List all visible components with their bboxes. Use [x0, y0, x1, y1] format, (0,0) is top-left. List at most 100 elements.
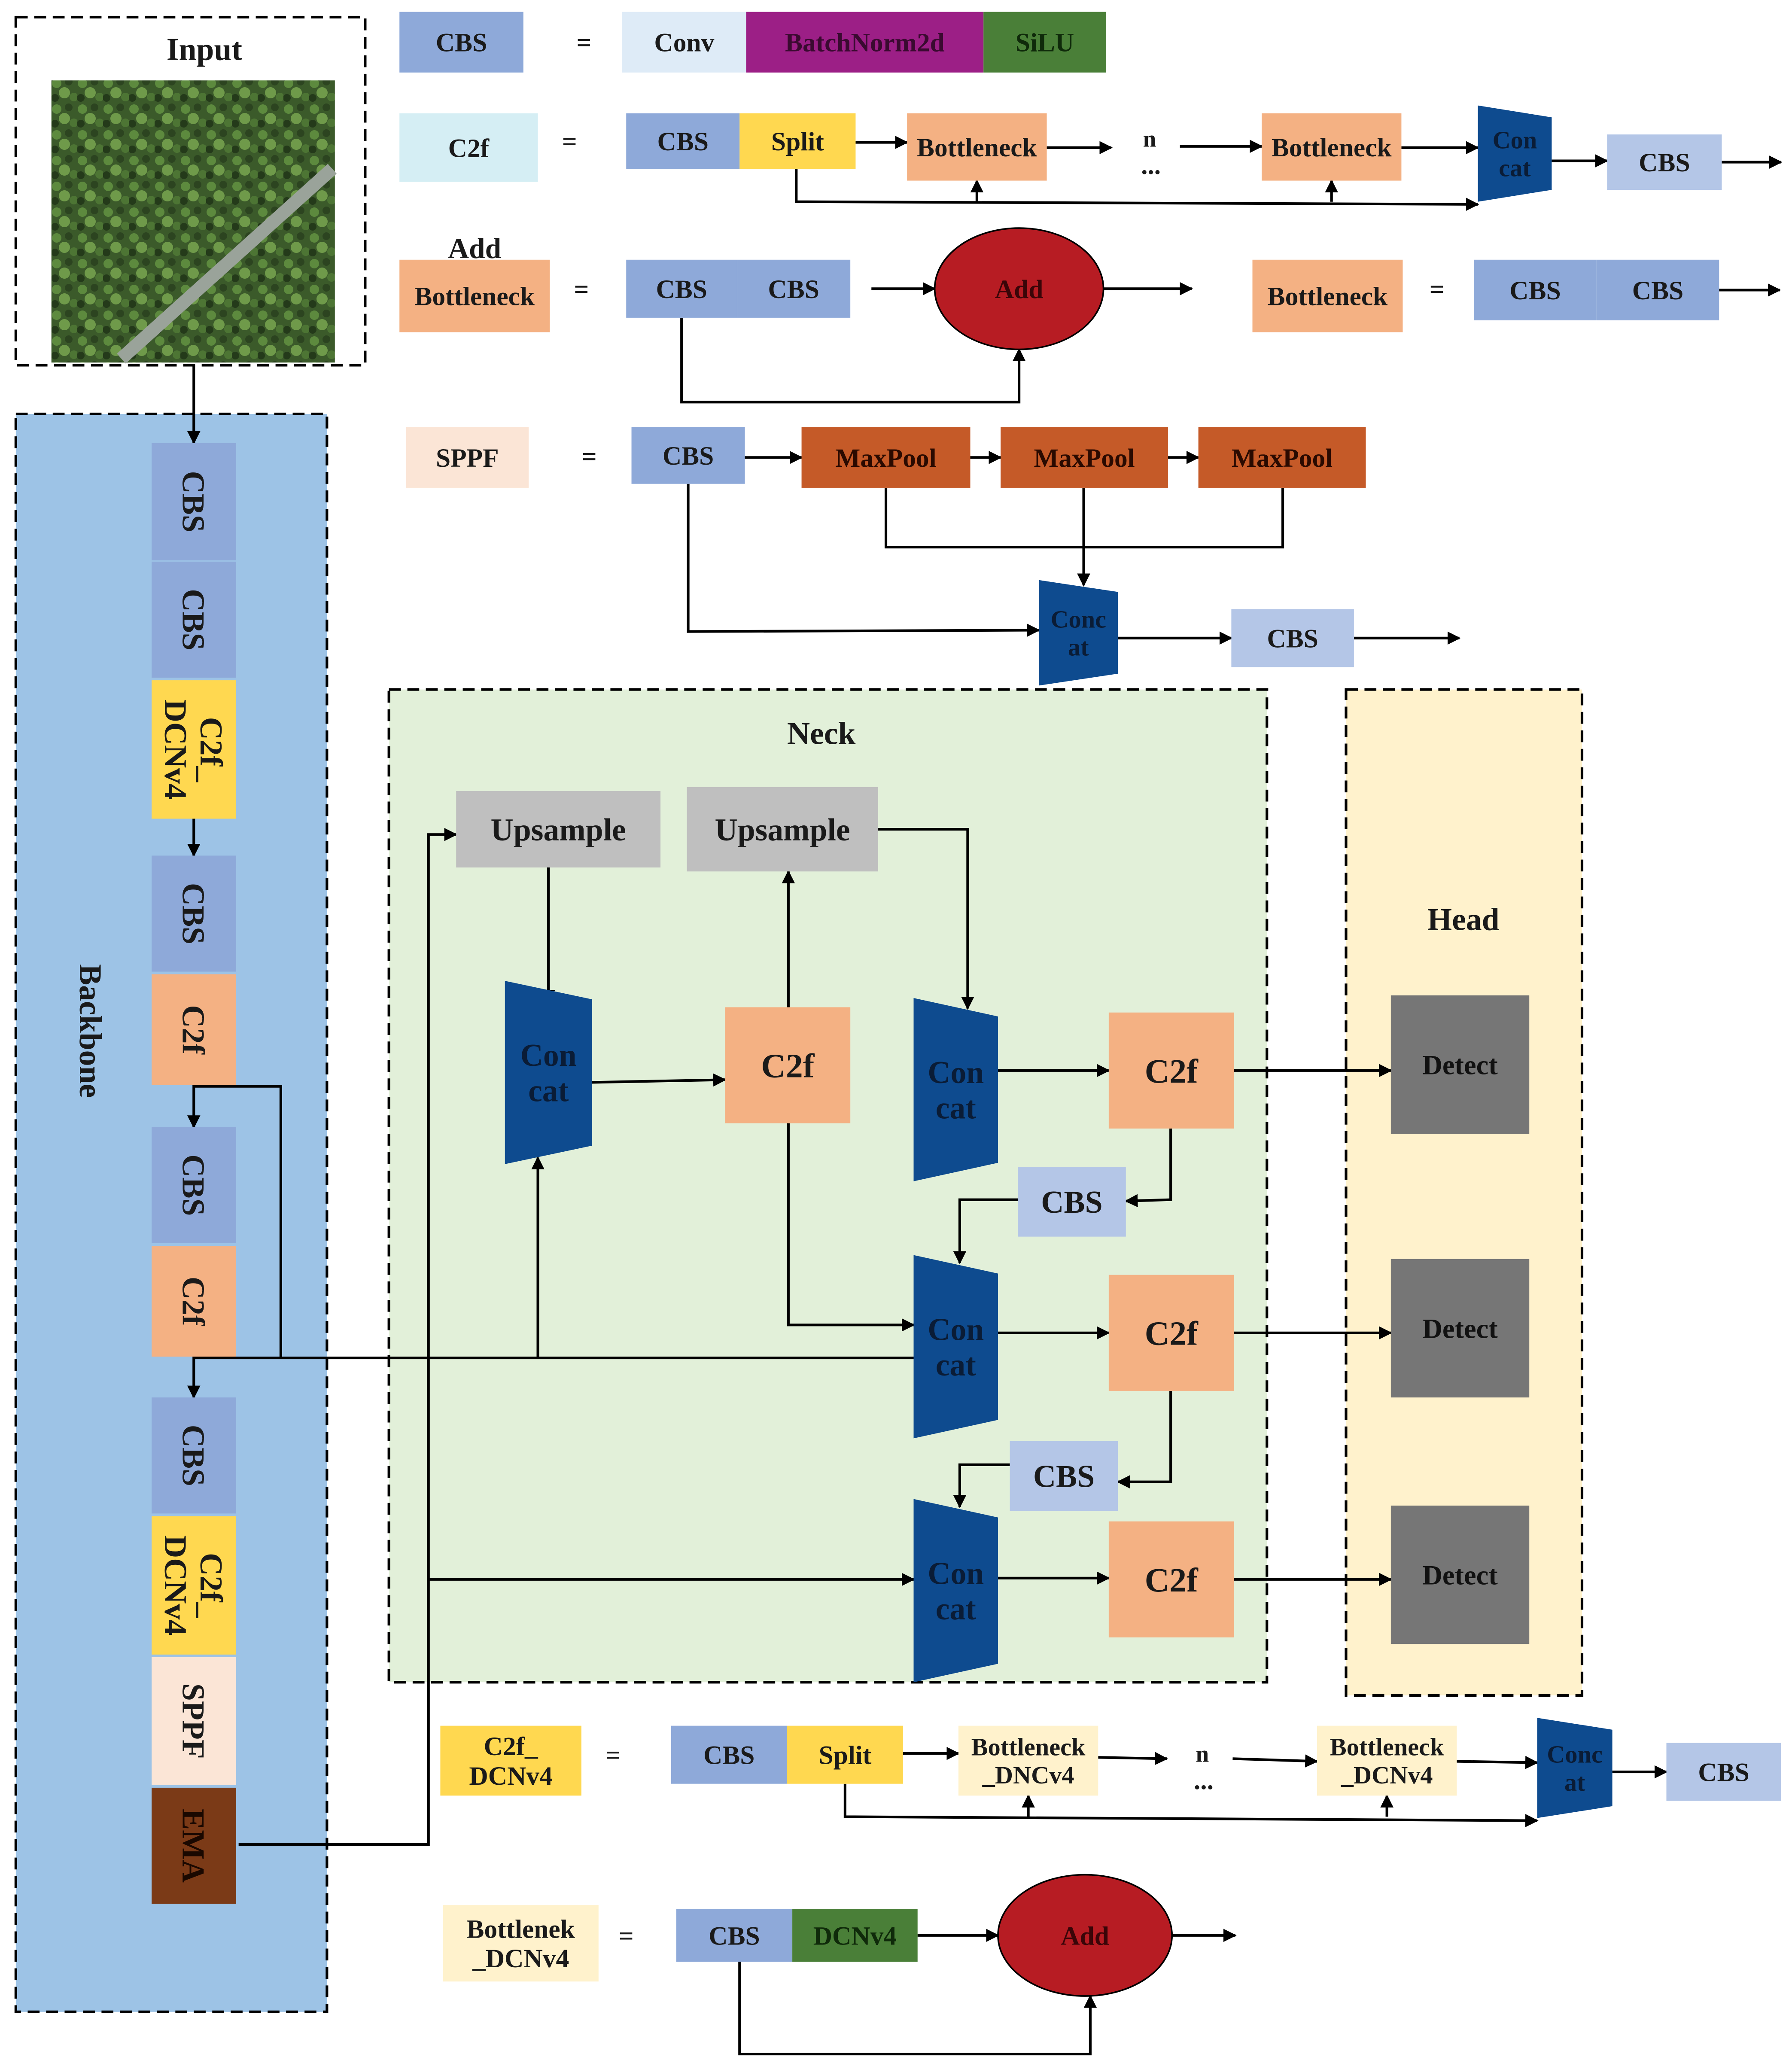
neck-c2f-1: C2f: [725, 1007, 851, 1123]
legend-c2f-bottleneck-1-shape: [907, 113, 1047, 181]
neck-upsample-1-shape: [456, 791, 661, 868]
arrow-sppf-cbs-to-concat: [687, 484, 1041, 637]
legend-c2f-lhs: C2f: [399, 113, 538, 182]
legend-bottleneck2-cbs-1: CBS: [1474, 259, 1597, 321]
legend-add-title: Add: [448, 232, 501, 265]
legend-maxpool-2-shape: [1001, 427, 1168, 488]
backbone-block-2-label: CBS: [176, 589, 211, 650]
legend-bottleneck-add-label: Add: [995, 275, 1044, 304]
input-title: Input: [167, 31, 243, 67]
legend-bottleneck-cbs-1-shape: [626, 259, 737, 318]
backbone-block-7-shape: [152, 1246, 236, 1357]
legend-c2f-bottleneck-2: Bottleneck: [1261, 113, 1402, 181]
backbone-block-11-shape: [152, 1787, 236, 1904]
legend-bottleneck2-cbs-2: CBS: [1596, 259, 1719, 321]
legend-conv-label: Conv: [654, 28, 714, 58]
head-detect-1-shape: [1390, 995, 1530, 1134]
neck-upsample-2-label: Upsample: [715, 812, 850, 847]
neck-concat-3-shape: [913, 1255, 998, 1439]
legend-c2fdcn-bottleneck-2-shape: [1317, 1725, 1457, 1796]
legend-sppf-cbs-out: CBS: [1231, 609, 1354, 667]
backbone-block-4-shape: [152, 855, 236, 972]
backbone-block-11-label: EMA: [176, 1809, 211, 1883]
legend-c2fdcn-split-shape: [787, 1725, 903, 1784]
legend-c2fdcn-bottleneck-2: Bottleneck_DCNv4: [1317, 1725, 1457, 1796]
head-detect-1: Detect: [1390, 995, 1530, 1134]
backbone-block-3-label: C2f_DCNv4: [158, 700, 229, 800]
legend-c2f-cbs-out-shape: [1607, 134, 1722, 190]
legend-cbs-lhs: CBS: [399, 12, 523, 73]
legend-batchnorm-shape: [746, 12, 984, 73]
legend-bottleneck-lhs-2-label: Bottleneck: [1268, 282, 1388, 311]
legend-c2f-bottleneck-2-label: Bottleneck: [1272, 133, 1392, 162]
legend-c2fdcn-lhs-shape: [440, 1725, 581, 1796]
arrow-c2f1-to-concat3: [787, 1123, 915, 1332]
legend-bndcn-add: Add: [997, 1874, 1173, 1997]
neck-upsample-2-shape: [687, 787, 878, 872]
backbone-block-10: SPPF: [152, 1657, 236, 1785]
legend-bottleneck-lhs: Bottleneck: [399, 259, 550, 332]
arrow-c2f-split-bypass: [795, 168, 1479, 211]
legend-c2fdcn-cbs-out: CBS: [1666, 1743, 1781, 1801]
backbone-block-6-label: CBS: [176, 1154, 211, 1216]
legend-c2fdcn-bottleneck-1: Bottleneck_DNCv4: [958, 1725, 1098, 1796]
neck-c2f-2-label: C2f: [1145, 1053, 1199, 1090]
legend-bottleneck-lhs-2-shape: [1252, 259, 1403, 332]
legend-c2fdcn-eq: =: [605, 1741, 621, 1770]
legend-c2f-split-shape: [739, 113, 856, 169]
legend-c2f-split-label: Split: [771, 127, 824, 156]
legend-c2fdcn-cbs-out-shape: [1666, 1743, 1781, 1801]
legend-conv: Conv: [622, 12, 746, 73]
neck-concat-2-shape: [913, 998, 998, 1181]
neck-cbs-1: CBS: [1018, 1166, 1126, 1237]
legend-bottleneck-add: Add: [934, 227, 1104, 350]
backbone-block-4: CBS: [152, 855, 236, 972]
legend-bottleneck-eq: =: [574, 275, 589, 304]
legend-sppf-cbs-out-label: CBS: [1267, 624, 1318, 653]
backbone-block-9: C2f_DCNv4: [152, 1516, 236, 1655]
neck-cbs-1-label: CBS: [1041, 1184, 1102, 1220]
backbone-block-6-shape: [152, 1127, 236, 1244]
legend-c2fdcn-cbs: CBS: [671, 1725, 787, 1784]
legend-bottleneck-cbs-2-label: CBS: [768, 275, 819, 304]
neck-concat-4-shape: [913, 1499, 998, 1683]
arrow-bndcn-residual: [738, 1962, 1097, 2056]
legend-c2f-bottleneck-1: Bottleneck: [907, 113, 1047, 181]
backbone-block-5-label: C2f: [176, 1005, 211, 1055]
legend-c2f-concat-shape: [1478, 105, 1552, 202]
legend-sppf-cbs: CBS: [631, 427, 745, 484]
legend-bndcn-lhs-shape: [443, 1905, 599, 1982]
legend-bottleneck2-cbs-2-shape: [1596, 259, 1719, 321]
backbone-block-2: CBS: [152, 561, 236, 678]
legend-c2f-cbs-out: CBS: [1607, 134, 1722, 190]
legend-c2f-n: n: [1143, 126, 1156, 152]
neck-c2f-1-shape: [725, 1007, 851, 1123]
input-image-foliage: [51, 80, 335, 363]
legend-sppf-lhs-shape: [406, 427, 529, 488]
legend-c2f-eq: =: [562, 127, 577, 156]
legend-sppf-cbs-shape: [631, 427, 745, 484]
legend-maxpool-1-shape: [801, 427, 971, 488]
arrow-cbs1-to-concat3: [953, 1198, 1018, 1265]
legend-sppf-concat-shape: [1039, 580, 1118, 686]
head-detect-3-shape: [1390, 1505, 1530, 1644]
legend-maxpool-3-shape: [1198, 427, 1366, 488]
backbone-block-8: CBS: [152, 1397, 236, 1514]
legend-c2f-cbs-label: CBS: [657, 127, 709, 156]
legend-bndcn-add-shape: [997, 1874, 1173, 1997]
legend-c2f-lhs-label: C2f: [448, 134, 490, 163]
legend-bottleneck-cbs-2-shape: [737, 259, 851, 318]
arrow-up2-to-concat2: [878, 828, 974, 1010]
legend-bndcn-cbs-label: CBS: [709, 1921, 760, 1950]
legend-maxpool-3-label: MaxPool: [1232, 444, 1333, 473]
backbone-block-9-shape: [152, 1516, 236, 1655]
neck-concat-1-shape: [505, 981, 592, 1164]
legend-c2f-bottleneck-1-label: Bottleneck: [917, 133, 1037, 162]
